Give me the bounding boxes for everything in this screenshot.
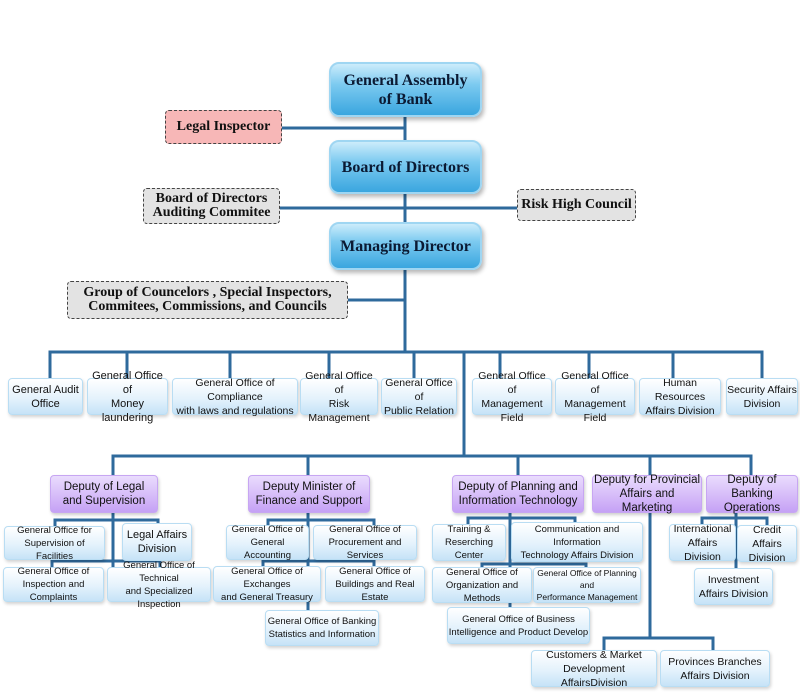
legal-affairs-division-box: Legal Affairs Division: [122, 523, 192, 561]
banking-statistics-office-box: General Office of Banking Statistics and…: [265, 610, 379, 646]
councelors-group-box: Group of Councelors , Special Inspectors…: [67, 281, 348, 319]
training-center-box: Training & Reserching Center: [432, 524, 506, 561]
international-affairs-division-box: International Affairs Division: [669, 523, 736, 563]
communication-it-division-box: Communication and Information Technology…: [511, 522, 643, 562]
provinces-branches-division-box: Provinces Branches Affairs Division: [660, 650, 770, 687]
managing-director-box: Managing Director: [329, 222, 482, 270]
business-intelligence-office-box: General Office of Business Intelligence …: [447, 607, 590, 644]
procurement-office-box: General Office of Procurement and Servic…: [313, 524, 417, 561]
deputy-legal-box: Deputy of Legal and Supervision: [50, 475, 158, 513]
general-audit-office-box: General Audit Office: [8, 378, 83, 415]
general-assembly-box: General Assembly of Bank: [329, 62, 482, 117]
exchanges-treasury-office-box: General Office of Exchanges and General …: [213, 566, 321, 603]
customers-market-division-box: Customers & Market Development AffairsDi…: [531, 649, 657, 689]
organization-methods-office-box: General Office of Organization and Metho…: [432, 567, 532, 604]
board-of-directors-box: Board of Directors: [329, 140, 482, 194]
buildings-real-estate-office-box: General Office of Buildings and Real Est…: [325, 566, 425, 603]
security-affairs-division-box: Security Affairs Division: [726, 378, 798, 415]
management-field-office-box-1: General Office of Management Field: [472, 370, 552, 424]
technical-inspection-office-box: General Office of Technical and Speciali…: [107, 560, 211, 610]
deputy-provincial-box: Deputy for Provincial Affairs and Market…: [592, 474, 702, 514]
money-laundering-office-box: General Office of Money laundering: [87, 370, 168, 424]
risk-management-office-box: General Office of Risk Management: [300, 370, 378, 424]
legal-inspector-box: Legal Inspector: [165, 110, 282, 144]
management-field-office-box-2: General Office of Management Field: [555, 370, 635, 424]
deputy-banking-box: Deputy of Banking Operations: [706, 474, 798, 514]
general-accounting-office-box: General Office of General Accounting: [226, 524, 309, 561]
deputy-finance-box: Deputy Minister of Finance and Support: [248, 475, 370, 513]
inspection-complaints-office-box: General Office of Inspection and Complai…: [3, 566, 104, 603]
auditing-committee-box: Board of Directors Auditing Commitee: [143, 188, 280, 224]
supervision-facilities-office-box: General Office for Supervision of Facili…: [4, 525, 105, 562]
compliance-office-box: General Office of Compliance with laws a…: [172, 377, 298, 417]
public-relation-office-box: General Office of Public Relation: [381, 377, 457, 417]
risk-high-council-box: Risk High Council: [517, 189, 636, 221]
human-resources-division-box: Human Resources Affairs Division: [639, 377, 721, 417]
credit-affairs-division-box: Credit Affairs Division: [737, 524, 797, 564]
investment-affairs-division-box: Investment Affairs Division: [694, 568, 773, 605]
deputy-planning-box: Deputy of Planning and Information Techn…: [452, 475, 584, 513]
planning-performance-office-box: General Office of Planning and Performan…: [533, 567, 641, 603]
